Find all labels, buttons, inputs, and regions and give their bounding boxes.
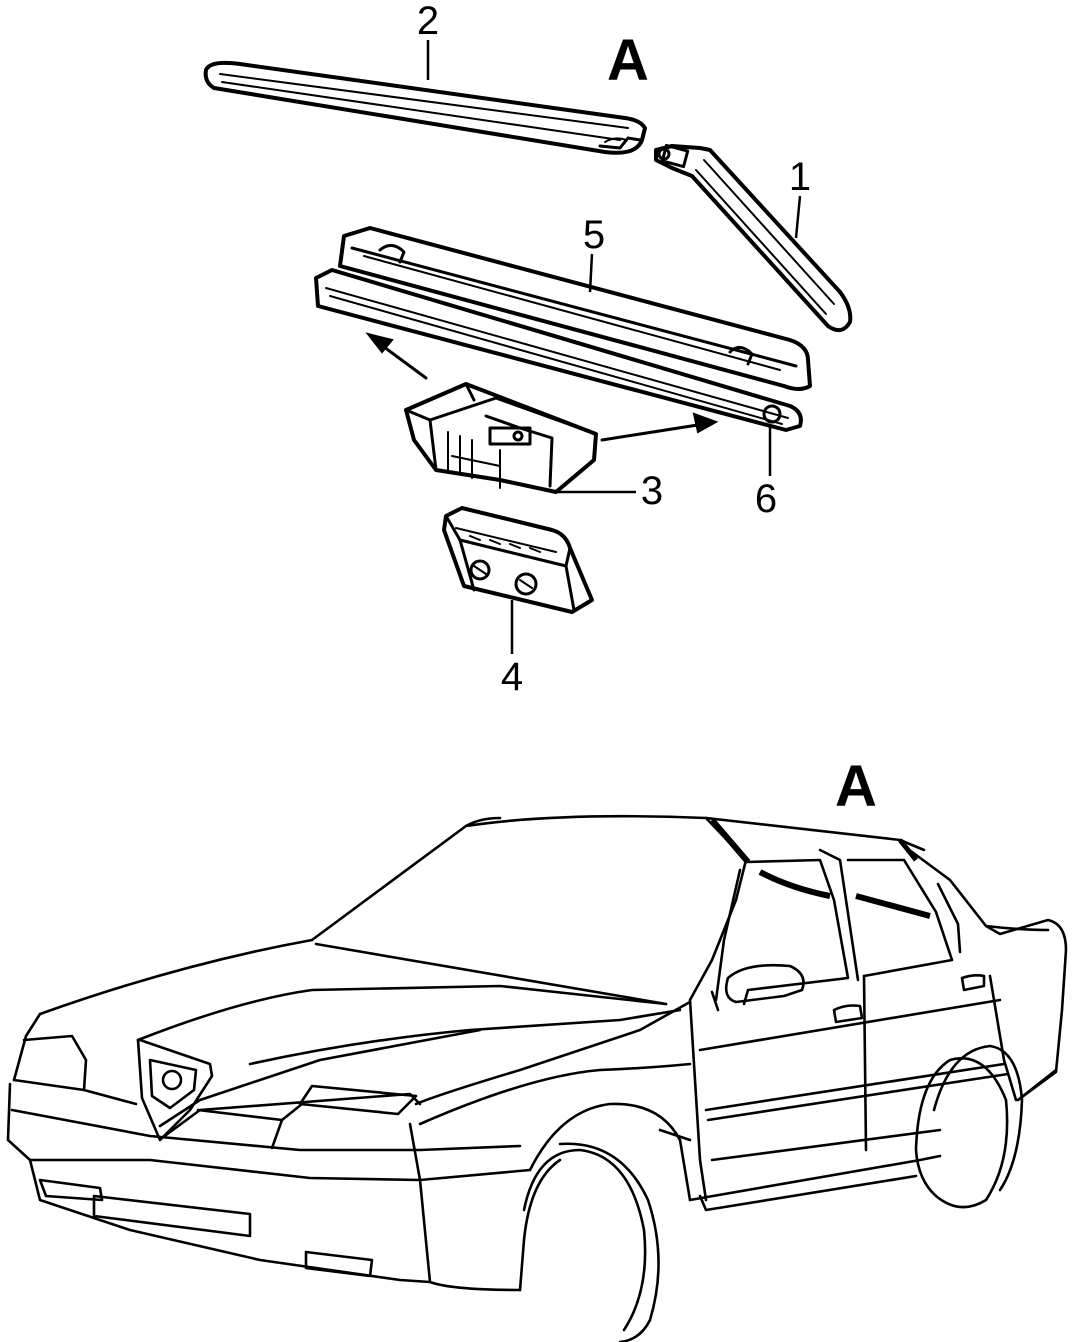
part-1-wiper-arm	[654, 143, 853, 333]
callout-2: 2	[417, 0, 439, 43]
part-4-mounting-block	[442, 506, 594, 614]
assembly-arrow-left	[365, 332, 428, 380]
callout-4: 4	[501, 655, 523, 699]
callout-leaders	[426, 40, 802, 654]
callout-5: 5	[583, 213, 605, 257]
part-3-adapter-clip	[404, 382, 598, 494]
part-5-blade-frame	[314, 226, 812, 432]
car-illustration	[6, 814, 1068, 1342]
callout-3: 3	[641, 469, 663, 513]
view-label-car: A	[835, 754, 877, 819]
callout-1: 1	[789, 155, 811, 199]
callout-6: 6	[755, 477, 777, 521]
view-label-top: A	[607, 28, 649, 93]
assembly-arrow-right	[600, 412, 719, 442]
part-2-blade-spoiler	[203, 60, 647, 155]
